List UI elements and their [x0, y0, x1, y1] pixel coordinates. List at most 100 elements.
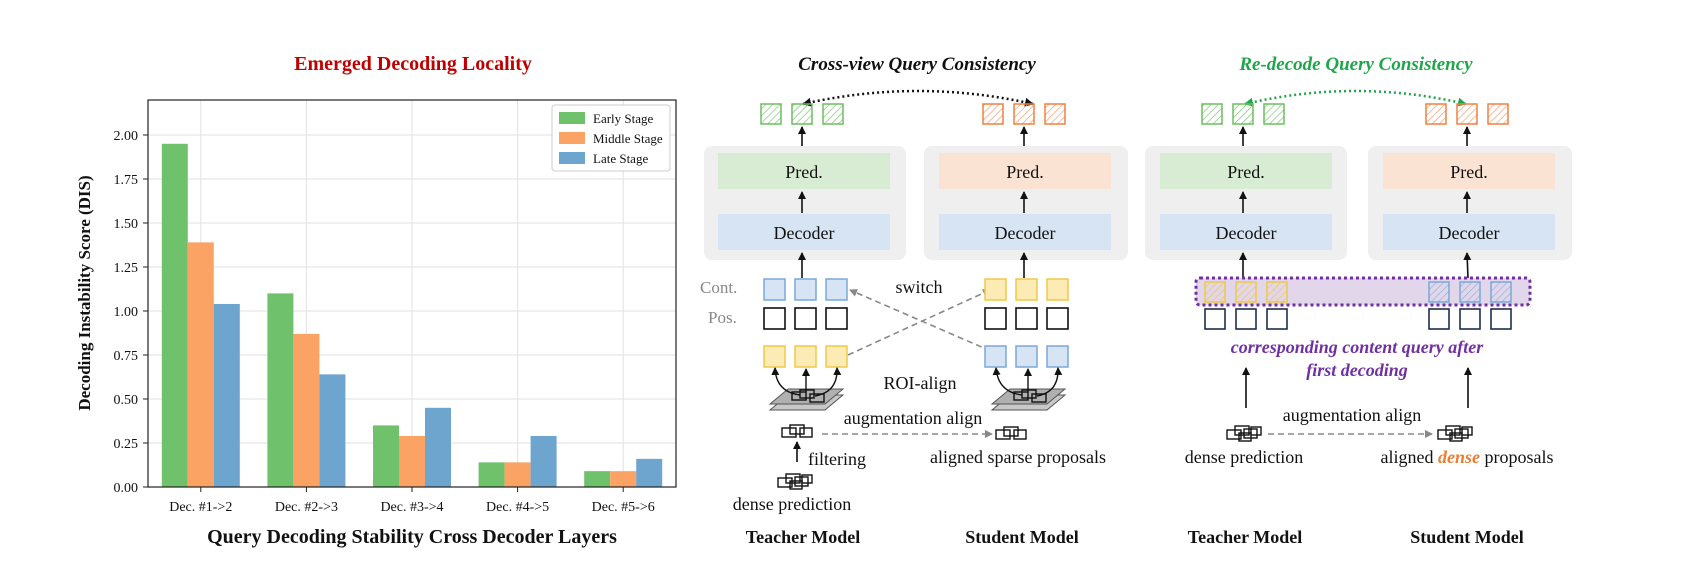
teacher-pred-box — [1160, 153, 1332, 189]
student-output-query — [1425, 103, 1447, 125]
student-output-query — [1013, 103, 1035, 125]
teacher-feature-map-icon — [768, 367, 845, 411]
teacher-output-query — [760, 103, 782, 125]
teacher-output-query — [1263, 103, 1285, 125]
teacher-roi-feature — [794, 345, 817, 368]
teacher-decoder-label: Decoder — [1216, 223, 1277, 243]
teacher-output-query — [822, 103, 844, 125]
x-tick-label: Dec. #2->3 — [275, 500, 338, 515]
corresponding-label: corresponding content query after — [1231, 337, 1484, 357]
student-content-query — [1459, 281, 1481, 303]
bar-late-stage — [636, 458, 663, 487]
student-position-query — [1428, 308, 1450, 330]
legend-label: Middle Stage — [593, 131, 663, 146]
aligned-dense-word: dense — [1438, 447, 1480, 467]
bar-middle-stage — [293, 333, 320, 487]
student-roi-feature — [984, 345, 1007, 368]
bar-early-stage — [584, 471, 611, 487]
teacher-pred-label: Pred. — [785, 162, 823, 182]
teacher-position-query — [1266, 308, 1288, 330]
student-content-query — [1490, 281, 1512, 303]
bar-middle-stage — [610, 471, 637, 487]
teacher-roi-feature — [825, 345, 848, 368]
filtered-proposals-icon — [781, 424, 813, 438]
re-decode-arrow — [1244, 89, 1467, 107]
teacher-content-query — [794, 278, 817, 301]
switch-arrow — [849, 289, 1001, 356]
chart-title: Emerged Decoding Locality — [294, 53, 532, 75]
legend-label: Late Stage — [593, 151, 648, 166]
dense-prediction-label: dense prediction — [733, 494, 851, 514]
x-tick-label: Dec. #5->6 — [592, 500, 655, 515]
student-output-query — [1487, 103, 1509, 125]
teacher-output-query — [791, 103, 813, 125]
bar-late-stage — [319, 374, 346, 487]
bar-chart: Emerged Decoding Locality 0.00 0.25 0.50 0.… — [75, 53, 677, 548]
bar-early-stage — [267, 293, 294, 487]
cross-view-title: Cross-view Query Consistency — [798, 54, 1036, 75]
student-content-query — [984, 278, 1007, 301]
aligned-dense-label: aligned dense proposals — [1381, 447, 1554, 467]
teacher-roi-feature — [763, 345, 786, 368]
x-tick-label: Dec. #4->5 — [486, 500, 549, 515]
chart-grid — [148, 100, 676, 488]
student-output-query — [1456, 103, 1478, 125]
student-roi-feature — [1046, 345, 1069, 368]
student-content-query — [1015, 278, 1038, 301]
student-position-query — [1046, 307, 1069, 330]
bar-middle-stage — [504, 462, 531, 487]
legend-label: Early Stage — [593, 111, 654, 126]
bar-early-stage — [478, 462, 505, 487]
legend-swatch — [559, 112, 585, 124]
switch-label: switch — [896, 277, 943, 297]
bar-late-stage — [530, 435, 557, 487]
bar-middle-stage — [187, 242, 214, 487]
dense-prediction-label: dense prediction — [1185, 447, 1303, 467]
teacher-model-label: Teacher Model — [1188, 527, 1303, 547]
y-tick-label: 0.75 — [114, 349, 139, 364]
student-content-query — [1046, 278, 1069, 301]
roi-align-label: ROI-align — [884, 373, 957, 393]
y-axis-label: Decoding Instability Score (DIS) — [75, 175, 94, 410]
bar-early-stage — [161, 143, 188, 488]
teacher-decoder-label: Decoder — [774, 223, 835, 243]
cross-view-diagram: Cross-view Query Consistency Pred. Decod… — [700, 54, 1128, 547]
bar-middle-stage — [399, 435, 425, 487]
teacher-content-query — [763, 278, 786, 301]
teacher-content-query — [1266, 281, 1288, 303]
student-position-query — [1015, 307, 1038, 330]
y-tick-label: 2.00 — [114, 129, 139, 144]
x-tick-label: Dec. #1->2 — [169, 500, 232, 515]
y-tick-label: 1.75 — [114, 173, 139, 188]
student-pred-label: Pred. — [1450, 162, 1488, 182]
arrow — [1463, 252, 1472, 279]
filtering-label: filtering — [808, 449, 866, 469]
y-tick-label: 0.50 — [114, 393, 139, 408]
y-tick-label: 0.25 — [114, 437, 139, 452]
y-ticks: 0.000.250.500.751.001.251.501.752.00 — [114, 129, 148, 496]
chart-caption: Query Decoding Stability Cross Decoder L… — [207, 526, 617, 548]
student-decoder-box — [939, 214, 1111, 250]
aligned-dense-proposals-icon — [1437, 425, 1473, 442]
chart-bars — [161, 143, 663, 488]
bar-late-stage — [213, 303, 240, 487]
position-label: Pos. — [708, 308, 737, 327]
y-tick-label: 0.00 — [114, 481, 139, 496]
first-decoding-label: first decoding — [1306, 360, 1408, 380]
y-tick-label: 1.50 — [114, 217, 139, 232]
augmentation-align-label: augmentation align — [1283, 405, 1421, 425]
student-pred-box — [939, 153, 1111, 189]
cross-view-arrow — [802, 89, 1034, 107]
teacher-content-query — [1235, 281, 1257, 303]
x-tick-label: Dec. #3->4 — [380, 500, 443, 515]
teacher-content-query — [825, 278, 848, 301]
teacher-pred-label: Pred. — [1227, 162, 1265, 182]
teacher-position-query — [794, 307, 817, 330]
teacher-position-query — [1235, 308, 1257, 330]
legend-swatch — [559, 152, 585, 164]
student-roi-feature — [1015, 345, 1038, 368]
aligned-prefix: aligned — [1381, 447, 1438, 467]
dense-prediction-icon — [777, 473, 813, 490]
